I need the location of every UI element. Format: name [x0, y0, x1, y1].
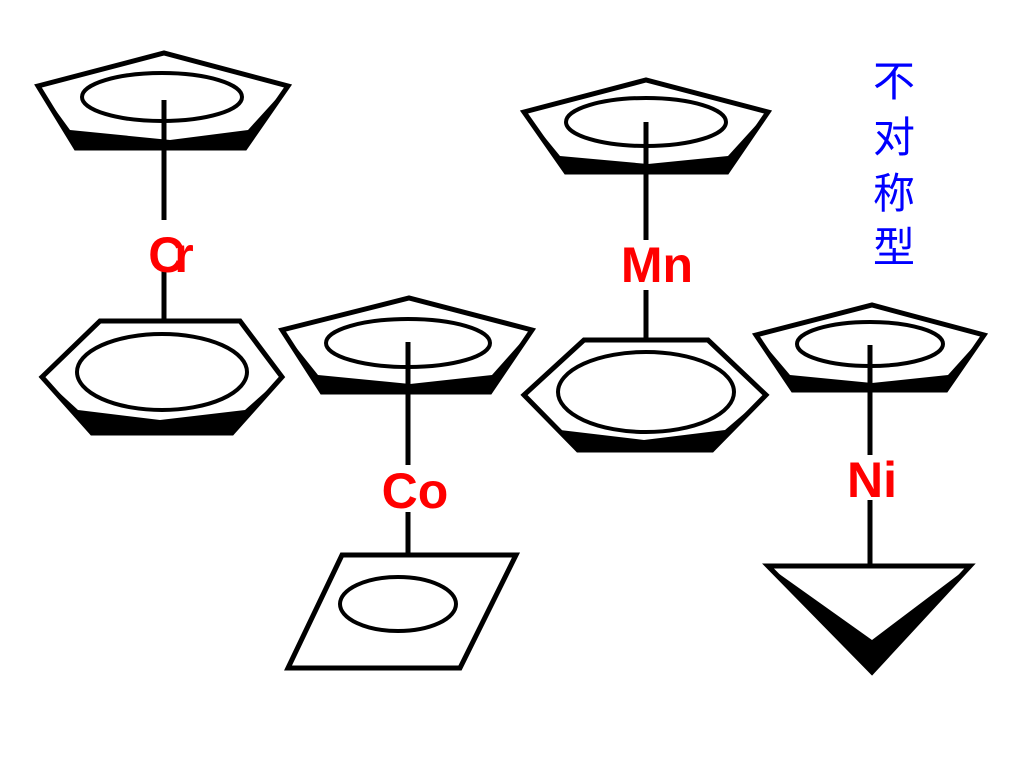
mn-complex: Mn	[519, 77, 773, 453]
title-char-1: 不	[873, 57, 915, 106]
mn-metal-label: Mn	[621, 237, 693, 293]
ni-metal-label: Ni	[847, 452, 897, 508]
co-cyclobutadiene-ring	[284, 552, 521, 671]
title-char-2: 对	[873, 113, 915, 162]
title-char-3: 称	[873, 169, 915, 218]
mn-benzene-ring	[520, 337, 770, 453]
title-char-4: 型	[873, 223, 915, 272]
cr-complex: Cr	[34, 50, 293, 436]
vertical-title: 不 对 称 型	[873, 57, 915, 272]
co-metal-label: Co	[382, 463, 449, 519]
ni-complex: Ni	[751, 302, 989, 676]
co-complex: Co	[278, 295, 537, 671]
cr-benzene-ring	[38, 318, 286, 436]
ni-cyclopropenyl-ring	[762, 563, 976, 676]
cr-metal-label: Cr	[148, 227, 193, 283]
